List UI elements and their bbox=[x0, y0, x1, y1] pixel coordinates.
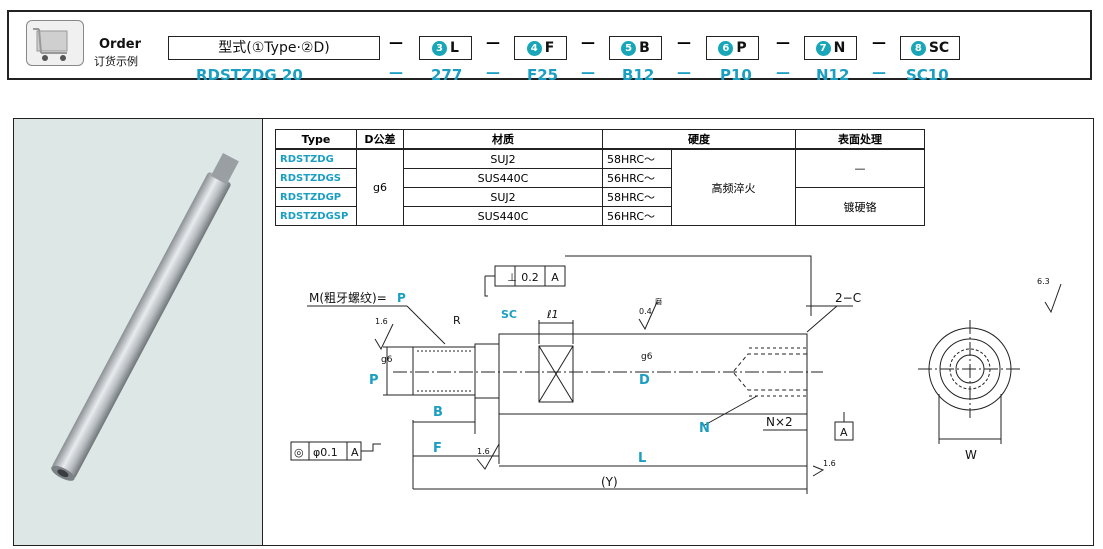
order-title-cn: 订货示例 bbox=[94, 55, 138, 68]
roughness-6-3: 6.3 bbox=[1037, 277, 1050, 286]
perp-value: 0.2 bbox=[521, 271, 539, 284]
segment-P-value: P10 bbox=[720, 66, 752, 84]
coax-datum: A bbox=[351, 446, 359, 459]
d-tolerance: g6 bbox=[641, 352, 653, 362]
type-link[interactable]: RDSTZDGSP bbox=[275, 206, 357, 226]
shopping-cart-icon bbox=[26, 20, 84, 66]
type-formula-box: 型式(①Type·②D) bbox=[168, 36, 380, 60]
nx2-label: N×2 bbox=[766, 415, 793, 429]
hardening-cell: 高频淬火 bbox=[671, 148, 796, 226]
b-label: B bbox=[433, 405, 443, 420]
segment-F-value: F25 bbox=[527, 66, 559, 84]
th-surface: 表面处理 bbox=[795, 129, 925, 150]
order-title-en: Order bbox=[99, 37, 141, 52]
chamfer-label: 2−C bbox=[835, 291, 861, 305]
r-label: R bbox=[453, 314, 461, 327]
segment-SC-value: SC10 bbox=[906, 66, 949, 84]
table-row: RDSTZDG g6 SUJ2 58HRC〜 高频淬火 — bbox=[275, 148, 925, 226]
d-label: D bbox=[639, 373, 650, 388]
p-label: P bbox=[369, 373, 379, 388]
th-material: 材质 bbox=[403, 129, 603, 150]
perp-datum: A bbox=[551, 271, 559, 284]
coax-symbol: ◎ bbox=[294, 446, 304, 459]
perp-symbol: ⊥ bbox=[507, 271, 517, 284]
type-value: RDSTZDG 20 bbox=[196, 66, 303, 84]
sc-label: SC bbox=[501, 308, 517, 321]
tolerance-cell: g6 bbox=[356, 148, 404, 226]
surface-cell: — bbox=[795, 148, 925, 188]
type-link[interactable]: RDSTZDGS bbox=[275, 168, 357, 188]
n-label: N bbox=[699, 421, 710, 436]
spec-table: Type D公差 材质 硬度 表面处理 RDSTZDG g6 SUJ2 58HR… bbox=[275, 129, 925, 226]
surface-cell: 镀硬铬 bbox=[795, 187, 925, 226]
segment-N-value: N12 bbox=[816, 66, 850, 84]
p-tolerance: g6 bbox=[381, 355, 393, 365]
type-formula-label: 型式(①Type·②D) bbox=[218, 40, 330, 56]
l-label: L bbox=[638, 451, 646, 466]
thread-label: M(粗牙螺纹)= bbox=[309, 291, 387, 305]
coax-value: φ0.1 bbox=[313, 446, 338, 459]
type-link[interactable]: RDSTZDG bbox=[275, 148, 357, 169]
roughness-0-4: 0.4 bbox=[639, 307, 652, 316]
table-row: RDSTZDGSP SUS440C 56HRC〜 bbox=[275, 206, 925, 226]
y-label: (Y) bbox=[601, 475, 618, 489]
type-link[interactable]: RDSTZDGP bbox=[275, 187, 357, 207]
th-hardness: 硬度 bbox=[602, 129, 796, 150]
roughness-1-6: 1.6 bbox=[375, 317, 388, 326]
technical-drawing: ⊥ 0.2 A M(粗牙螺纹)= P R SC ℓ1 2−C 1.6 1.6 1… bbox=[290, 255, 1062, 494]
segment-B-value: B12 bbox=[622, 66, 655, 84]
roughness-1-6: 1.6 bbox=[823, 459, 836, 468]
f-label: F bbox=[433, 441, 442, 456]
roughness-1-6: 1.6 bbox=[477, 447, 490, 456]
table-row: RDSTZDGP SUJ2 58HRC〜 镀硬铬 bbox=[275, 187, 925, 226]
dash: — bbox=[389, 35, 403, 51]
th-tolerance: D公差 bbox=[356, 129, 404, 150]
w-label: W bbox=[965, 448, 977, 462]
l1-label: ℓ1 bbox=[546, 308, 559, 321]
th-type: Type bbox=[275, 129, 357, 150]
product-detail-panel: Type D公差 材质 硬度 表面处理 RDSTZDG g6 SUJ2 58HR… bbox=[13, 118, 1094, 546]
segment-L-value: 277 bbox=[431, 66, 463, 84]
product-photo bbox=[14, 119, 263, 545]
roughness-0-4-note: 磨 bbox=[655, 297, 662, 306]
thread-code: P bbox=[397, 291, 406, 305]
datum-label: A bbox=[840, 426, 848, 439]
